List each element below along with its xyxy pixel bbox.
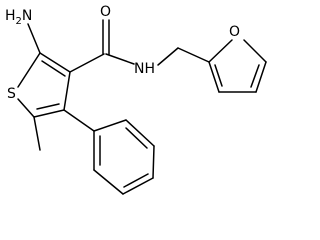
furan-double-bond-c3-c2 bbox=[214, 64, 223, 87]
phenyl-double-bond-2 bbox=[125, 127, 148, 149]
amine-label: H2N bbox=[5, 8, 32, 27]
carbonyl-oxygen-label: O bbox=[100, 4, 111, 20]
phenyl-bond-5 bbox=[93, 169, 124, 195]
furan-bond-c2-o bbox=[208, 39, 233, 63]
structure-diagram: H2N S O NH O bbox=[5, 4, 267, 195]
amide-bond bbox=[105, 53, 135, 65]
phenyl-bond-2 bbox=[125, 119, 155, 147]
furan-bond-c5-c4 bbox=[255, 61, 267, 93]
thiophene-double-bond-c4-c5 bbox=[36, 103, 60, 110]
amide-nh-label: NH bbox=[134, 61, 155, 77]
thiophene-bond-c2-s bbox=[17, 52, 41, 88]
thiophene-bond-c5-s bbox=[17, 98, 35, 118]
furan-double-bond-c5-c4 bbox=[250, 64, 260, 88]
linker-bond-2 bbox=[177, 47, 210, 63]
thiophene-bond-c2-c3 bbox=[39, 52, 71, 73]
carbonyl-c-bond bbox=[69, 53, 105, 73]
linker-bond-1 bbox=[157, 47, 179, 66]
furan-oxygen-label: O bbox=[229, 24, 240, 40]
phenyl-bond-1 bbox=[93, 119, 127, 132]
furan-bond-o-c5 bbox=[243, 39, 267, 63]
thiophene-bond-c3-c4 bbox=[63, 71, 71, 111]
amine-bond bbox=[27, 23, 41, 54]
phenyl-attach-bond bbox=[63, 109, 95, 132]
phenyl-bond-3 bbox=[152, 145, 155, 179]
phenyl-double-bond-4 bbox=[123, 173, 149, 188]
methyl-bond bbox=[33, 116, 41, 151]
thiophene-double-bond-c2-c3 bbox=[41, 60, 66, 77]
molecule-svg: H2N S O NH O bbox=[5, 4, 267, 195]
thiophene-bond-c4-c5 bbox=[33, 109, 65, 118]
furan-bond-c3-c2 bbox=[208, 61, 220, 93]
sulfur-label: S bbox=[7, 86, 16, 102]
phenyl-bond-4 bbox=[122, 177, 154, 195]
